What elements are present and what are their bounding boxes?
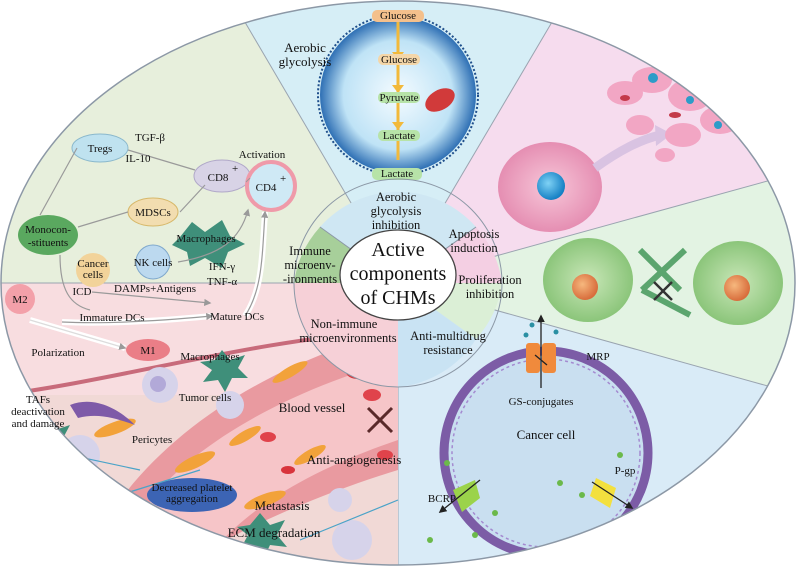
m1-label: M1 bbox=[140, 345, 155, 357]
ring-label-glycolysis-3: inhibition bbox=[372, 218, 421, 232]
tafs-label-2: deactivation bbox=[11, 406, 65, 418]
proliferation-illustration bbox=[543, 238, 783, 325]
tnf-label: TNF-α bbox=[207, 276, 237, 288]
ring-label-proliferation-1: Proliferation bbox=[458, 273, 522, 287]
ring-label-apoptosis-1: Apoptosis bbox=[449, 227, 500, 241]
ring-label-nonimmune-2: microenvironments bbox=[299, 331, 396, 345]
immune-illustration bbox=[5, 133, 297, 361]
platelet-label-1: Decreased platelet bbox=[152, 482, 233, 494]
m2-label: M2 bbox=[12, 294, 27, 306]
ring-label-mdr-1: Anti-multidrug bbox=[410, 329, 486, 343]
ifn-label: IFN-γ bbox=[209, 261, 235, 273]
gs-conjugates-label: GS-conjugates bbox=[509, 396, 574, 408]
damps-label: DAMPs+Antigens bbox=[114, 283, 196, 295]
nk-cells-label: NK cells bbox=[134, 257, 173, 269]
ring-label-glycolysis-2: glycolysis bbox=[371, 204, 422, 218]
cancer-cells-label-1: Cancer bbox=[77, 258, 108, 270]
cd8-plus: + bbox=[232, 163, 238, 175]
glycolysis-cell bbox=[317, 10, 479, 180]
pgp-label: P-gp bbox=[615, 465, 636, 477]
ring-label-immune-1: Immune bbox=[289, 244, 331, 258]
ring-label-proliferation-2: inhibition bbox=[466, 287, 515, 301]
glucose-outside-label: Glucose bbox=[380, 10, 416, 22]
tumor-cells-label: Tumor cells bbox=[179, 392, 231, 404]
macrophages-vessel-label: Macrophages bbox=[180, 351, 239, 363]
activation-label: Activation bbox=[239, 149, 286, 161]
ring-label-apoptosis-2: induction bbox=[450, 241, 498, 255]
macrophages-immune-label: Macrophages bbox=[176, 233, 235, 245]
lactate-outside-label: Lactate bbox=[381, 168, 413, 180]
center-title-line1: Active bbox=[371, 239, 424, 261]
glycolysis-title-2: glycolysis bbox=[279, 54, 332, 69]
glucose-inside-label: Glucose bbox=[381, 54, 417, 66]
cancer-cell-label: Cancer cell bbox=[517, 427, 576, 442]
cd4-label: CD4 bbox=[256, 182, 277, 194]
ring-label-glycolysis-1: Aerobic bbox=[376, 190, 417, 204]
tregs-label: Tregs bbox=[88, 143, 113, 155]
ring-label-immune-2: microenv- bbox=[284, 258, 335, 272]
ecm-degradation-label: ECM degradation bbox=[228, 525, 321, 540]
tafs-label-3: and damage bbox=[12, 418, 65, 430]
cd4-plus: + bbox=[280, 173, 286, 185]
cd8-label: CD8 bbox=[208, 172, 229, 184]
mdscs-label: MDSCs bbox=[135, 207, 170, 219]
center-title-line3: of CHMs bbox=[360, 287, 435, 309]
pericytes-label: Pericytes bbox=[132, 434, 172, 446]
center-oval bbox=[339, 229, 457, 321]
monocon-label-1: Monocon- bbox=[25, 224, 71, 236]
tgf-label: TGF-β bbox=[135, 132, 165, 144]
monocon-label-2: -stituents bbox=[28, 237, 68, 249]
il10-label: IL-10 bbox=[125, 153, 151, 165]
immature-dcs-label: Immature DCs bbox=[79, 312, 144, 324]
mature-dcs-label: Mature DCs bbox=[210, 311, 264, 323]
glycolysis-title-1: Aerobic bbox=[284, 40, 326, 55]
blood-vessel-label: Blood vessel bbox=[279, 400, 346, 415]
cancer-cells-label-2: cells bbox=[83, 269, 103, 281]
lactate-inside-label: Lactate bbox=[383, 130, 415, 142]
ring-label-immune-3: -ironments bbox=[283, 272, 337, 286]
ring-label-nonimmune-1: Non-immune bbox=[311, 317, 378, 331]
tafs-label-1: TAFs bbox=[26, 394, 50, 406]
metastasis-label: Metastasis bbox=[255, 498, 310, 513]
icd-label: ICD bbox=[73, 286, 92, 298]
platelet-label-2: aggregation bbox=[166, 493, 218, 505]
polarization-label: Polarization bbox=[31, 347, 85, 359]
pyruvate-label: Pyruvate bbox=[379, 92, 418, 104]
center-title-line2: components bbox=[350, 263, 447, 285]
anti-angiogenesis-label: Anti-angiogenesis bbox=[307, 452, 402, 467]
ring-label-mdr-2: resistance bbox=[423, 343, 473, 357]
mrp-label: MRP bbox=[586, 351, 609, 363]
apoptosis-illustration bbox=[498, 67, 740, 232]
bcrp-label: BCRP bbox=[428, 493, 456, 505]
